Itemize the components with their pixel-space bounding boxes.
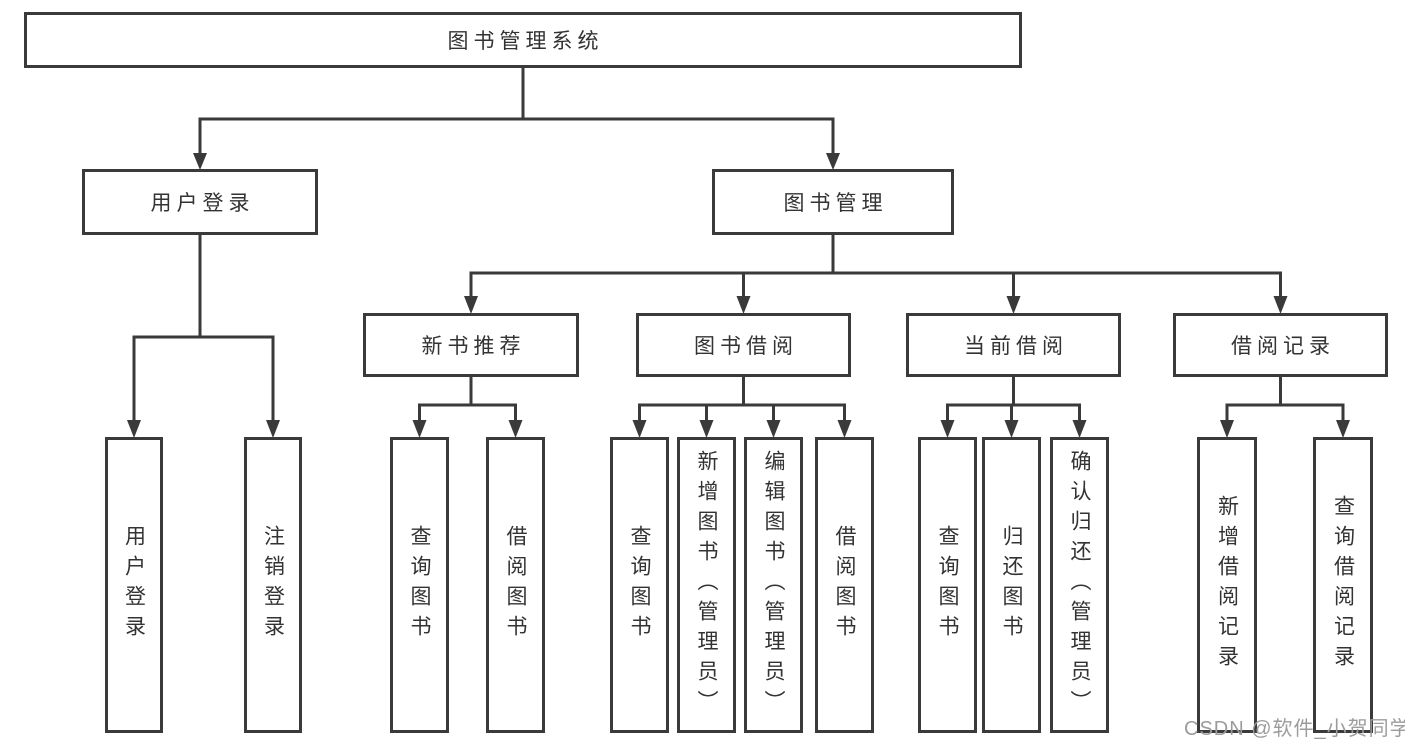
node-current-borrow: 当前借阅: [906, 313, 1121, 377]
leaf-borrow-query-books-label: 查询图书: [628, 525, 651, 645]
node-borrow-records-label: 借阅记录: [1231, 335, 1335, 358]
leaf-current-query-books: 查询图书: [918, 437, 977, 733]
connector-current-to-leaves: [946, 377, 1081, 423]
arrowhead: [1336, 420, 1350, 438]
node-root: 图书管理系统: [24, 12, 1022, 68]
node-borrow-records: 借阅记录: [1173, 313, 1388, 377]
arrowhead: [940, 420, 955, 438]
arrowhead: [1006, 296, 1021, 314]
node-user-login-label: 用户登录: [150, 192, 255, 215]
arrowhead: [1273, 296, 1288, 314]
leaf-borrow-add-books-admin: 新增图书（管理员）: [677, 437, 736, 733]
arrowhead: [193, 153, 207, 170]
node-current-borrow-label: 当前借阅: [964, 335, 1068, 358]
leaf-borrow-borrow-books-label: 借阅图书: [833, 525, 856, 645]
leaf-logout: 注销登录: [244, 437, 302, 733]
leaf-records-query-record: 查询借阅记录: [1313, 437, 1373, 733]
arrowhead: [736, 296, 751, 314]
leaf-recommend-query-books-label: 查询图书: [408, 525, 431, 645]
leaf-borrow-borrow-books: 借阅图书: [815, 437, 874, 733]
connector-root-to-level2: [198, 67, 835, 157]
node-new-book-recommend-label: 新书推荐: [421, 335, 526, 358]
leaf-current-confirm-return-admin: 确认归还（管理员）: [1050, 437, 1109, 733]
arrowhead: [508, 420, 523, 438]
leaf-logout-label: 注销登录: [261, 525, 285, 645]
node-new-book-recommend: 新书推荐: [363, 313, 579, 377]
leaf-records-add-record-label: 新增借阅记录: [1215, 495, 1239, 675]
node-book-management-label: 图书管理: [783, 192, 888, 215]
leaf-current-query-books-label: 查询图书: [936, 525, 959, 645]
arrowhead: [266, 420, 280, 438]
leaf-current-return-books: 归还图书: [982, 437, 1041, 733]
leaf-records-add-record: 新增借阅记录: [1197, 437, 1257, 733]
connector-user-login-to-leaves: [132, 234, 275, 423]
connector-borrow-to-leaves: [638, 377, 846, 423]
leaf-borrow-edit-books-admin: 编辑图书（管理员）: [744, 437, 803, 733]
leaf-current-confirm-return-admin-label: 确认归还（管理员）: [1068, 450, 1091, 720]
leaf-records-query-record-label: 查询借阅记录: [1331, 495, 1355, 675]
leaf-recommend-borrow-books: 借阅图书: [486, 437, 545, 733]
arrowhead: [632, 420, 647, 438]
arrowhead: [1004, 420, 1019, 438]
arrowhead: [837, 420, 852, 438]
arrowhead: [1220, 420, 1234, 438]
arrowheads: [127, 153, 1350, 438]
arrowhead: [1072, 420, 1087, 438]
arrowhead: [412, 420, 427, 438]
watermark: CSDN @软件_小贺同学: [1184, 718, 1405, 740]
leaf-user-login-label: 用户登录: [122, 525, 146, 645]
leaf-recommend-query-books: 查询图书: [390, 437, 449, 733]
arrowhead: [699, 420, 714, 438]
arrowhead: [464, 296, 478, 314]
node-user-login: 用户登录: [82, 169, 318, 235]
arrowhead: [826, 153, 840, 170]
node-book-borrow-label: 图书借阅: [694, 335, 798, 358]
leaf-recommend-borrow-books-label: 借阅图书: [504, 525, 527, 645]
arrowhead: [766, 420, 781, 438]
leaf-borrow-edit-books-admin-label: 编辑图书（管理员）: [762, 450, 785, 720]
leaf-borrow-add-books-admin-label: 新增图书（管理员）: [695, 450, 718, 720]
node-book-management: 图书管理: [712, 169, 954, 235]
arrowhead: [127, 420, 141, 438]
connector-records-to-leaves: [1225, 377, 1345, 423]
leaf-user-login: 用户登录: [105, 437, 163, 733]
node-root-label: 图书管理系统: [447, 30, 604, 53]
leaf-current-return-books-label: 归还图书: [1000, 525, 1023, 645]
leaf-borrow-query-books: 查询图书: [610, 437, 669, 733]
connector-recommend-to-leaves: [418, 377, 517, 423]
node-book-borrow: 图书借阅: [636, 313, 851, 377]
connector-book-mgmt-to-level3: [469, 235, 1282, 299]
